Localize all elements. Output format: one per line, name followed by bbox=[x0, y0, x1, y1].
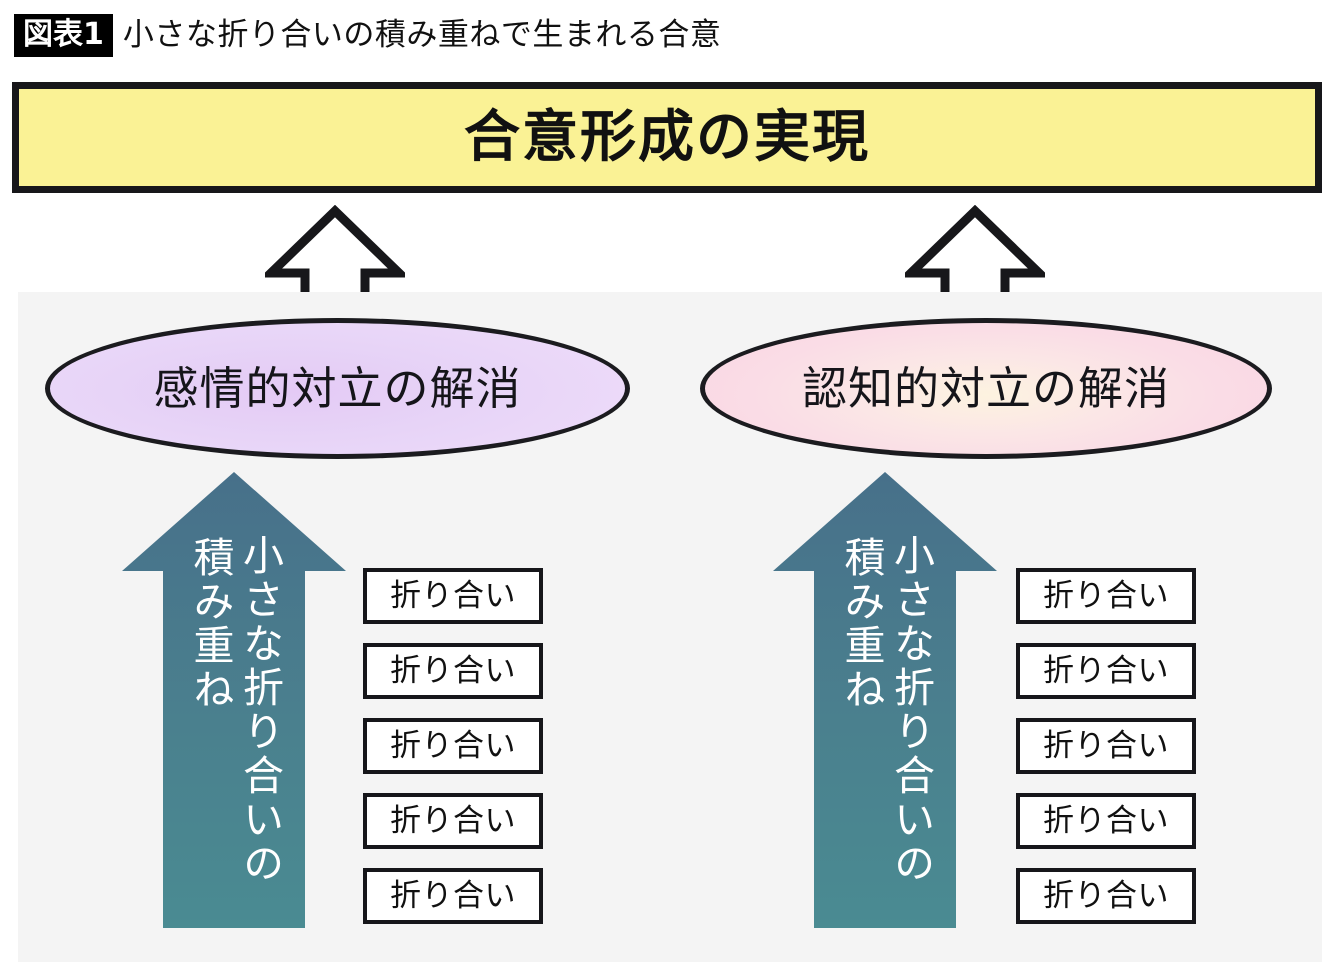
compromise-box-label: 折り合い bbox=[390, 877, 516, 914]
compromise-box: 折り合い bbox=[363, 643, 543, 699]
compromise-box: 折り合い bbox=[363, 718, 543, 774]
compromise-box-label: 折り合い bbox=[390, 577, 516, 614]
compromise-box: 折り合い bbox=[1016, 718, 1196, 774]
compromise-box: 折り合い bbox=[1016, 643, 1196, 699]
accumulation-arrow-cognitive: 小さな折り合いの 積み重ね bbox=[773, 472, 997, 928]
compromise-list-emotional: 折り合い 折り合い 折り合い 折り合い 折り合い bbox=[363, 568, 543, 924]
compromise-list-cognitive: 折り合い 折り合い 折り合い 折り合い 折り合い bbox=[1016, 568, 1196, 924]
compromise-box-label: 折り合い bbox=[1043, 877, 1169, 914]
compromise-box-label: 折り合い bbox=[1043, 802, 1169, 839]
compromise-box: 折り合い bbox=[1016, 793, 1196, 849]
figure-header: 図表1 小さな折り合いの積み重ねで生まれる合意 bbox=[14, 12, 721, 58]
compromise-box: 折り合い bbox=[363, 568, 543, 624]
compromise-box: 折り合い bbox=[363, 793, 543, 849]
compromise-box-label: 折り合い bbox=[390, 802, 516, 839]
compromise-box-label: 折り合い bbox=[1043, 652, 1169, 689]
compromise-box-label: 折り合い bbox=[390, 727, 516, 764]
goal-banner-label: 合意形成の実現 bbox=[464, 104, 870, 170]
figure-number-badge: 図表1 bbox=[14, 13, 113, 57]
page-title: 小さな折り合いの積み重ねで生まれる合意 bbox=[122, 16, 722, 53]
accumulation-arrow-shape-left bbox=[122, 472, 346, 928]
compromise-box-label: 折り合い bbox=[1043, 727, 1169, 764]
compromise-box-label: 折り合い bbox=[1043, 577, 1169, 614]
compromise-box-label: 折り合い bbox=[390, 652, 516, 689]
compromise-box: 折り合い bbox=[1016, 568, 1196, 624]
accumulation-arrow-shape-right bbox=[773, 472, 997, 928]
concept-ellipse-cognitive: 認知的対立の解消 bbox=[700, 318, 1272, 459]
concept-ellipse-emotional: 感情的対立の解消 bbox=[45, 318, 630, 459]
compromise-box: 折り合い bbox=[1016, 868, 1196, 924]
concept-ellipse-label-cognitive: 認知的対立の解消 bbox=[801, 362, 1170, 415]
accumulation-arrow-emotional: 小さな折り合いの 積み重ね bbox=[122, 472, 346, 928]
goal-banner: 合意形成の実現 bbox=[12, 82, 1322, 193]
concept-ellipse-label-emotional: 感情的対立の解消 bbox=[153, 362, 522, 415]
compromise-box: 折り合い bbox=[363, 868, 543, 924]
